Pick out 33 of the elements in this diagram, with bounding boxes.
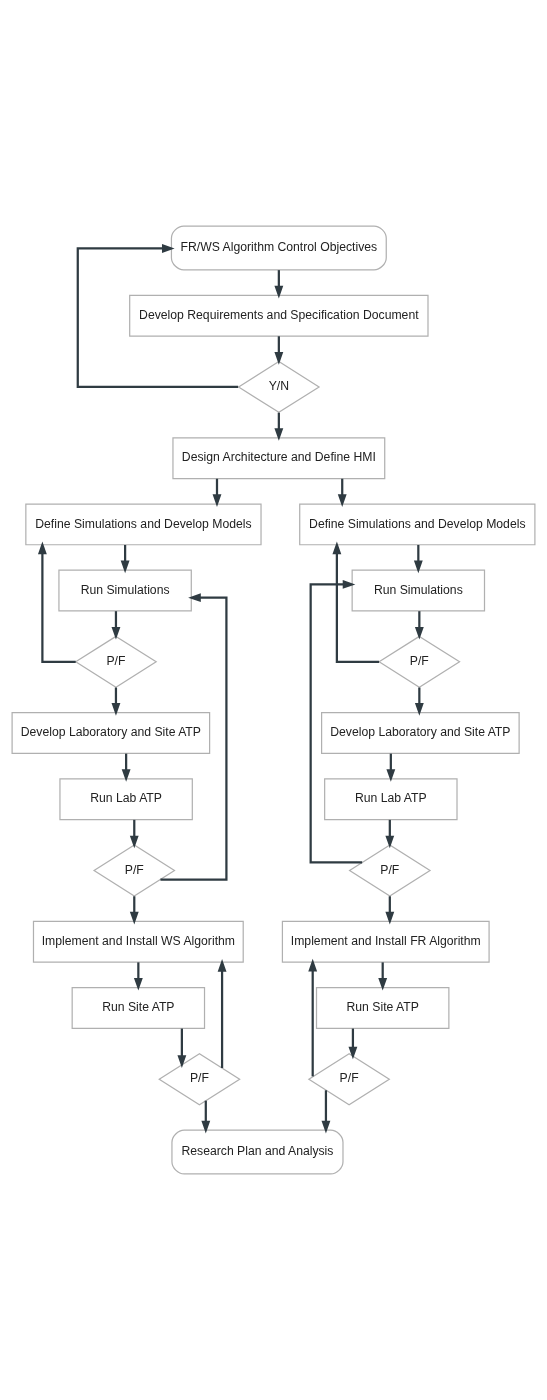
- node-box: Research Plan and Analysis: [171, 1129, 344, 1175]
- node-box: Run Simulations: [58, 569, 192, 612]
- arrow: [348, 1028, 358, 1060]
- node-box: Develop Laboratory and Site ATP: [321, 712, 520, 755]
- node-box: Design Architecture and Define HMI: [172, 437, 386, 480]
- node-box: Run Site ATP: [315, 987, 450, 1029]
- node-box: Implement and Install FR Algorithm: [281, 920, 490, 963]
- node-diamond: P/F: [92, 844, 176, 897]
- node-box: FR/WS Algorithm Control Objectives: [170, 225, 387, 271]
- node-box: Develop Requirements and Specification Document: [129, 294, 429, 337]
- node-box: Run Lab ATP: [59, 778, 193, 821]
- arrow: [332, 541, 380, 663]
- node-diamond: Y/N: [237, 360, 321, 414]
- arrow: [37, 541, 76, 663]
- arrow: [321, 1090, 331, 1134]
- arrow: [76, 244, 239, 389]
- arrow: [160, 593, 228, 881]
- node-box: Run Site ATP: [71, 987, 206, 1029]
- node-box: Implement and Install WS Algorithm: [32, 920, 244, 963]
- node-box: Define Simulations and Develop Models: [299, 503, 536, 546]
- arrow: [217, 959, 227, 1068]
- node-box: Develop Laboratory and Site ATP: [11, 712, 211, 755]
- node-box: Run Lab ATP: [324, 778, 458, 821]
- node-diamond: P/F: [307, 1053, 391, 1106]
- node-diamond: P/F: [378, 635, 461, 688]
- node-box: Define Simulations and Develop Models: [25, 503, 262, 546]
- arrow: [201, 1100, 211, 1134]
- node-diamond: P/F: [74, 635, 158, 688]
- arrow: [309, 580, 363, 864]
- arrow: [177, 1028, 187, 1068]
- node-diamond: P/F: [348, 844, 432, 897]
- arrow: [308, 958, 318, 1077]
- node-box: Run Simulations: [351, 569, 486, 612]
